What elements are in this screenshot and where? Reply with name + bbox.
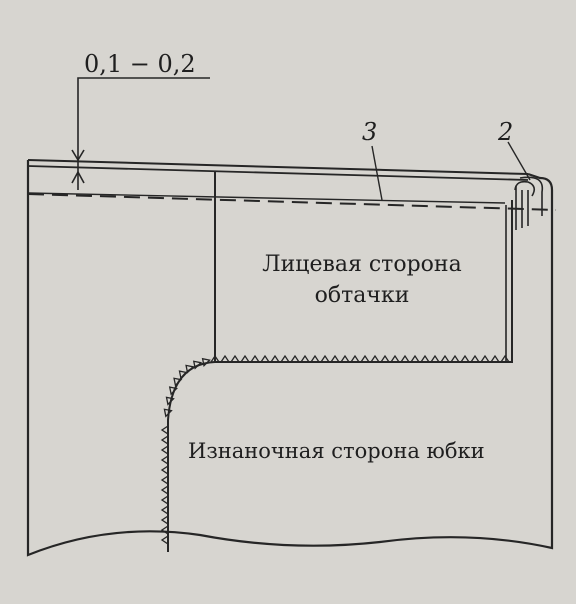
dimension-label: 0,1 − 0,2 (84, 50, 196, 78)
overlock-stitch (219, 354, 231, 363)
dimension-leader (77, 77, 210, 190)
marker-2-label: 2 (497, 118, 513, 146)
overlock-stitch (359, 354, 371, 363)
marker-2-leader (507, 141, 531, 181)
overlock-stitch (439, 354, 451, 363)
waist-edge-lower (27, 192, 506, 204)
overlock-stitch (309, 354, 321, 363)
overlock-stitch (319, 354, 331, 363)
overlock-stitch (279, 354, 291, 363)
overlock-edge (160, 354, 511, 546)
dimension-arrow-bottom (71, 170, 85, 184)
folded-edge-loop (514, 180, 536, 197)
marker-3-leader (371, 145, 383, 201)
overlock-stitch (259, 354, 271, 363)
overlock-stitch (339, 354, 351, 363)
skirt-label: Изнаночная сторона юбки (188, 439, 485, 463)
facing-curve (167, 361, 216, 552)
dimension-arrow-top (71, 149, 85, 162)
overlock-stitch (249, 354, 261, 363)
marker-3-label: 3 (362, 118, 377, 146)
overlock-stitch (329, 354, 341, 363)
overlock-stitch (349, 354, 361, 363)
overlock-stitch (429, 354, 441, 363)
overlock-stitch (399, 354, 411, 363)
waist-edge-inner (27, 165, 529, 181)
overlock-stitch (299, 354, 311, 363)
overlock-stitch (269, 354, 281, 363)
overlock-stitch (469, 354, 481, 363)
overlock-stitch (289, 354, 301, 363)
skirt-panel-outline (26, 160, 554, 557)
overlock-stitch (239, 354, 251, 363)
overlock-stitch (229, 354, 241, 363)
overlock-stitch (489, 354, 501, 363)
overlock-stitch (449, 354, 461, 363)
folded-edge-curl (515, 176, 544, 230)
stitch-line (27, 193, 557, 211)
overlock-stitch (499, 354, 511, 363)
waist-edge-outer (27, 159, 529, 175)
facing-label-line1: Лицевая сторона (262, 252, 461, 277)
overlock-stitch (379, 354, 391, 363)
overlock-stitch (479, 354, 491, 363)
overlock-stitch (459, 354, 471, 363)
overlock-stitch (409, 354, 421, 363)
overlock-stitch (419, 354, 431, 363)
overlock-stitch (369, 354, 381, 363)
facing-label-line2: обтачки (315, 283, 410, 308)
overlock-stitch (389, 354, 401, 363)
